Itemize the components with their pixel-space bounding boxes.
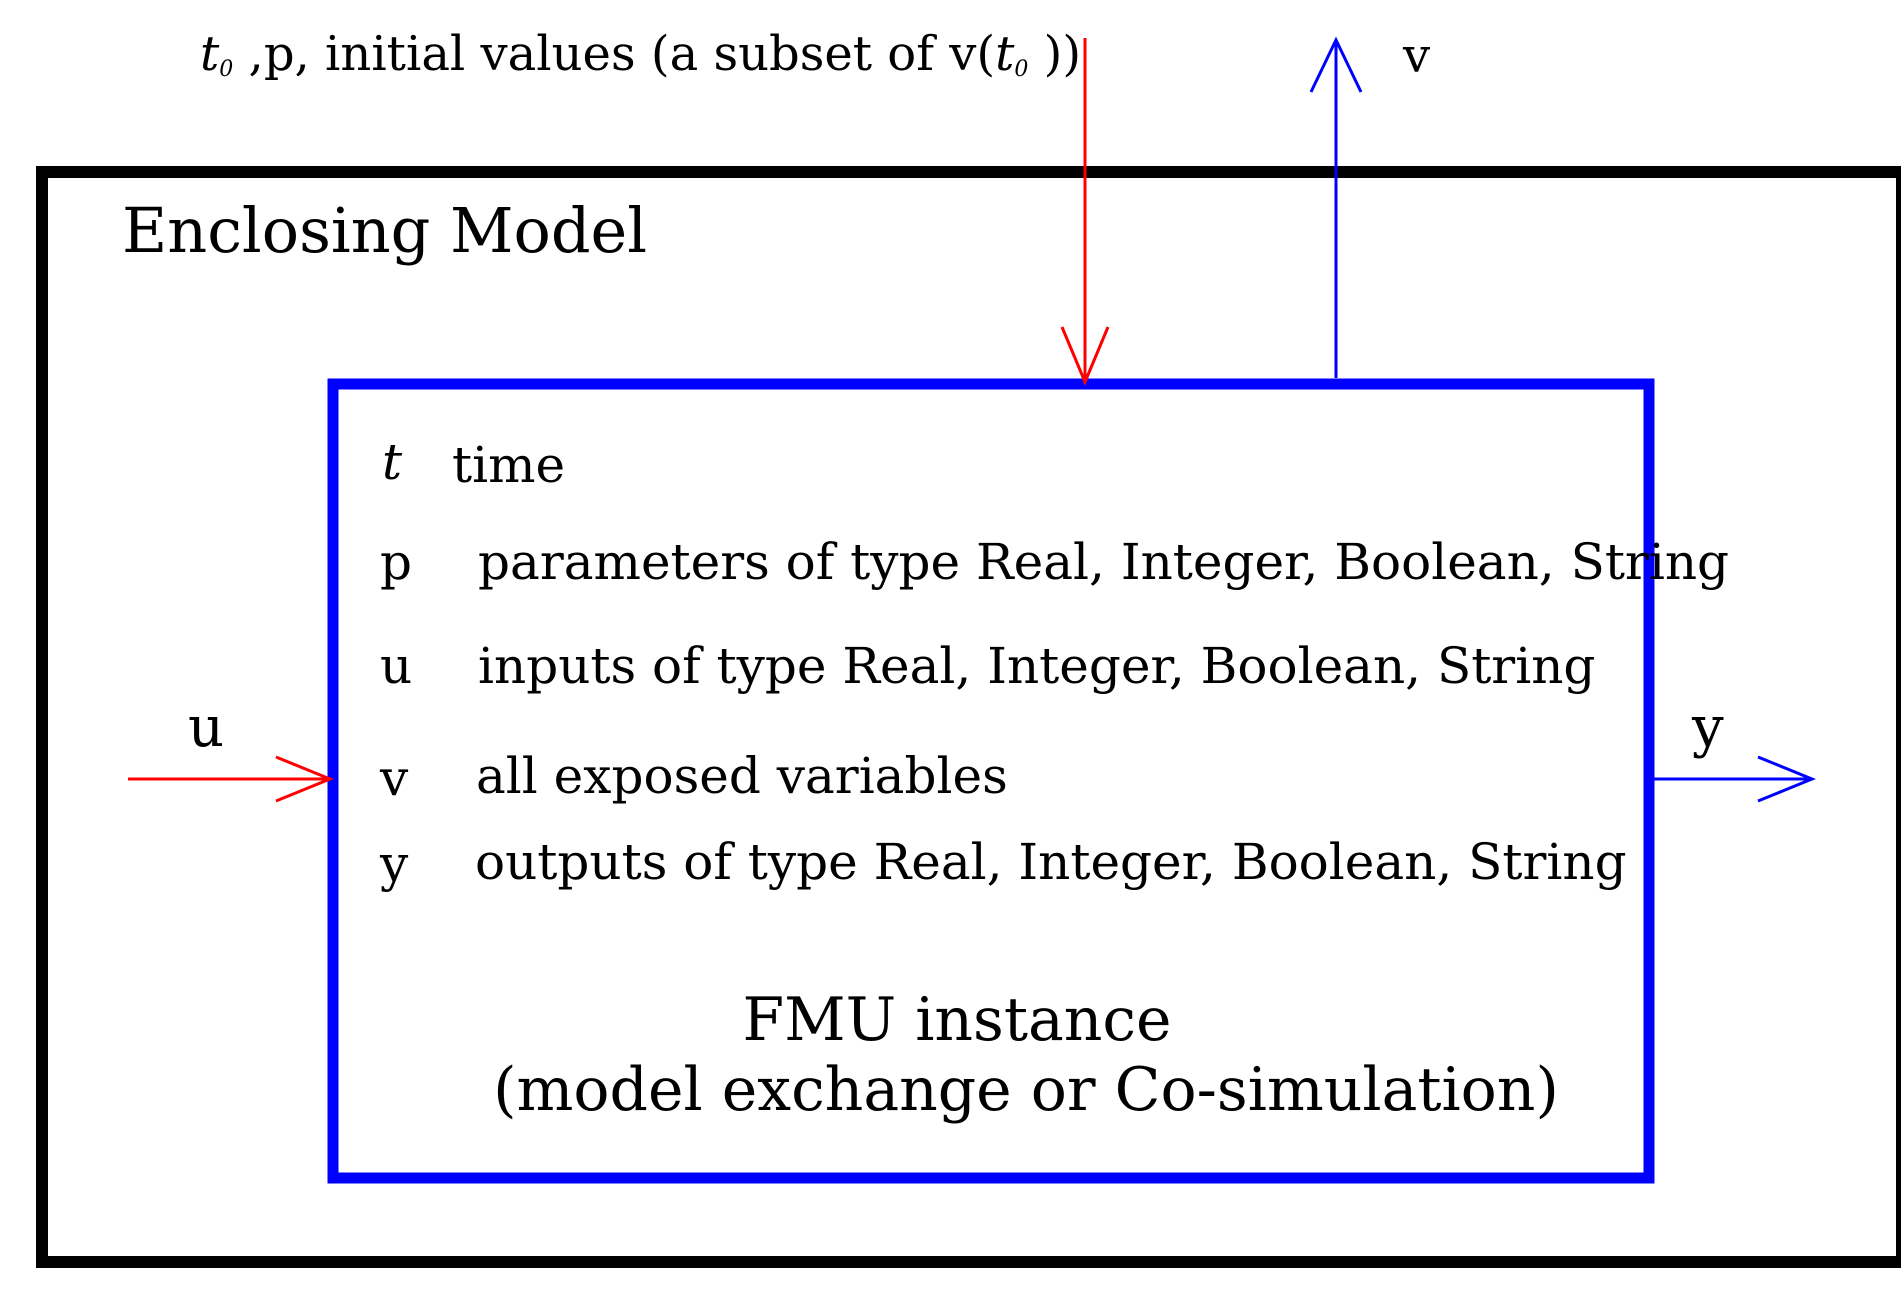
enclosing-model-box — [36, 166, 1901, 1268]
variable-symbol-y: y — [380, 835, 409, 893]
top-output-label: v — [1403, 28, 1431, 84]
variable-symbol-u: u — [380, 637, 413, 695]
top-input-arrow — [1060, 38, 1110, 386]
variable-symbol-t: t — [382, 433, 403, 491]
top-input-text-end: )) — [1028, 26, 1082, 82]
t0-subscript: 0 — [219, 57, 234, 82]
top-input-label: t0 ,p, initial values (a subset of v(t0 … — [200, 30, 1081, 81]
fmu-title-line2: (model exchange or Co-simulation) — [493, 1055, 1559, 1125]
fmu-title-line1: FMU instance — [742, 985, 1172, 1055]
variable-description-outputs: outputs of type Real, Integer, Boolean, … — [475, 833, 1627, 891]
enclosing-model-title: Enclosing Model — [122, 194, 648, 267]
variable-symbol-p: p — [380, 533, 413, 591]
variable-description-exposed: all exposed variables — [476, 747, 1008, 805]
variable-symbol-v: v — [380, 749, 409, 807]
t0-symbol-inner: t — [995, 26, 1015, 82]
variable-description-inputs: inputs of type Real, Integer, Boolean, S… — [478, 637, 1596, 695]
variable-description-parameters: parameters of type Real, Integer, Boolea… — [478, 533, 1730, 591]
t0-subscript-inner: 0 — [1014, 57, 1029, 82]
output-port-label: y — [1692, 695, 1724, 760]
top-input-text: ,p, initial values (a subset of v( — [233, 26, 996, 82]
output-y-arrow — [1652, 755, 1816, 803]
input-port-label: u — [188, 695, 225, 760]
fmu-instance-box — [327, 378, 1655, 1184]
top-output-arrow — [1309, 36, 1363, 378]
variable-description-time: time — [452, 436, 566, 494]
t0-symbol: t — [200, 26, 220, 82]
input-u-arrow — [128, 755, 334, 803]
